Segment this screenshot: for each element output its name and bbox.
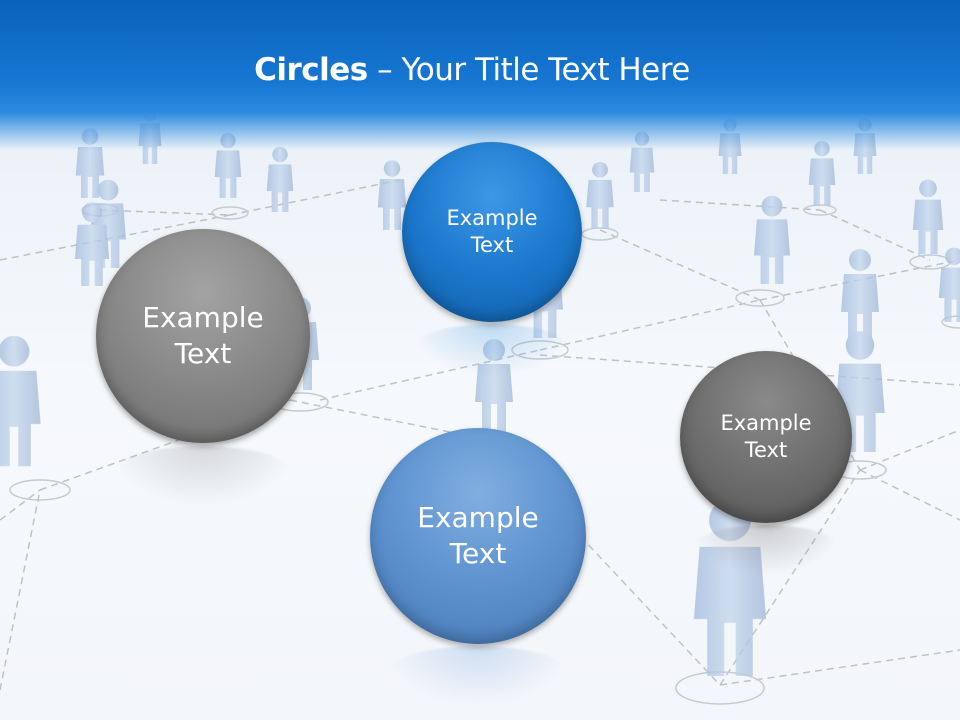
blue-circle-top-reflection: [410, 324, 574, 376]
circle-text-line2: Text: [744, 438, 788, 462]
gray-circle-large[interactable]: Example Text: [96, 229, 310, 443]
gray-circle-large-reflection: [110, 446, 296, 506]
circle-text-line1: Example: [446, 205, 538, 230]
blue-circle-top[interactable]: Example Text: [402, 142, 582, 322]
circle-text-line1: Example: [142, 300, 264, 334]
title-bar: [0, 0, 960, 150]
blue-circle-bottom[interactable]: Example Text: [370, 428, 586, 644]
slide-title: Circles – Your Title Text Here: [0, 52, 944, 88]
circle-text-line1: Example: [720, 410, 812, 435]
circle-text-line1: Example: [417, 500, 539, 534]
circle-text-line2: Text: [174, 337, 232, 370]
title-rest-part: – Your Title Text Here: [367, 52, 690, 88]
circle-text-line2: Text: [470, 233, 514, 257]
circle-text-line2: Text: [449, 537, 507, 570]
title-bold-part: Circles: [254, 52, 368, 88]
gray-circle-small-reflection: [690, 525, 842, 575]
blue-circle-bottom-reflection: [384, 646, 572, 706]
gray-circle-small[interactable]: Example Text: [680, 351, 852, 523]
